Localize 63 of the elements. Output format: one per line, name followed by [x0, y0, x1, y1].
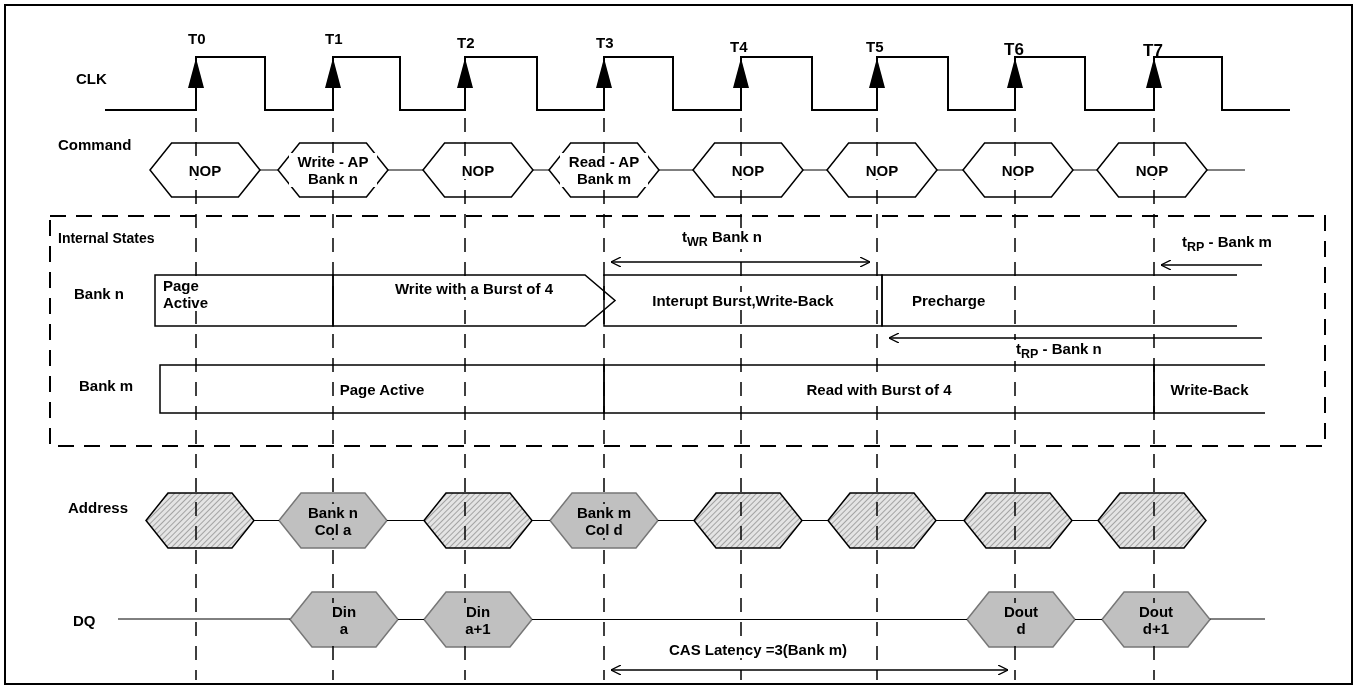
state-arrow-box: Write with a Burst of 4 — [333, 275, 615, 326]
hatched-hexagon — [694, 493, 802, 548]
bus-line — [259, 169, 279, 171]
hatched-hexagon — [828, 493, 936, 548]
signal-name: CLK — [76, 70, 107, 87]
time-marker-label: T6 — [1004, 40, 1024, 60]
time-marker-label: T1 — [325, 30, 343, 47]
command-hexagon: NOP — [1097, 143, 1207, 197]
timing-label: CAS Latency =3(Bank m) — [667, 641, 849, 658]
timing-label: t$_{RP}$ - Bank n — [1014, 340, 1104, 361]
bus-line — [657, 520, 695, 521]
signal-name: Address — [68, 499, 129, 516]
data-hexagon: Dout d+1 — [1102, 592, 1210, 647]
bus-line — [801, 520, 829, 521]
timing-label: t$_{RP}$ - Bank m — [1180, 233, 1274, 254]
state-box: Write-Back — [1154, 365, 1265, 413]
command-hexagon: NOP — [423, 143, 533, 197]
state-box: Page Active — [155, 275, 333, 326]
bus-line — [532, 169, 550, 171]
address-hexagon: Bank m Col d — [550, 493, 658, 548]
command-hexagon: Read - AP Bank m — [549, 143, 659, 197]
state-box: Read with Burst of 4 — [604, 365, 1154, 413]
signal-name: Bank n — [74, 285, 124, 302]
bus-line — [1072, 169, 1098, 171]
bus-line — [1074, 619, 1103, 620]
state-box: Precharge — [882, 275, 1237, 326]
bus-line — [802, 169, 828, 171]
data-hexagon: Dout d — [967, 592, 1075, 647]
bus-line — [936, 169, 964, 171]
address-hexagon: Bank n Col a — [279, 493, 387, 548]
time-marker-label: T7 — [1143, 41, 1163, 61]
command-hexagon: NOP — [693, 143, 803, 197]
signal-name: Bank m — [79, 377, 134, 394]
command-hexagon: NOP — [150, 143, 260, 197]
state-box: Interupt Burst,Write-Back — [604, 275, 882, 326]
data-hexagon: Din a — [290, 592, 398, 647]
command-hexagon: NOP — [827, 143, 937, 197]
bus-line — [531, 619, 968, 620]
hatched-hexagon — [146, 493, 254, 548]
command-hexagon: Write - AP Bank n — [278, 143, 388, 197]
time-marker-label: T0 — [188, 30, 206, 47]
bus-line — [386, 520, 425, 521]
timing-label: t$_{WR}$ Bank n — [680, 228, 764, 249]
bus-line — [1071, 520, 1099, 521]
hatched-hexagon — [424, 493, 532, 548]
signal-name: Command — [58, 136, 132, 153]
time-marker-label: T5 — [866, 38, 884, 55]
bus-line — [531, 520, 551, 521]
bus-line — [253, 520, 280, 521]
time-marker-label: T2 — [457, 34, 475, 51]
time-marker-label: T4 — [730, 38, 748, 55]
bus-line — [658, 169, 694, 171]
bus-line — [397, 619, 425, 620]
data-hexagon: Din a+1 — [424, 592, 532, 647]
hatched-hexagon — [1098, 493, 1206, 548]
group-title: Internal States — [58, 230, 155, 246]
bus-line — [387, 169, 424, 171]
time-marker-label: T3 — [596, 34, 614, 51]
state-box: Page Active — [160, 365, 604, 413]
signal-name: DQ — [73, 612, 96, 629]
bus-line — [935, 520, 965, 521]
command-hexagon: NOP — [963, 143, 1073, 197]
hatched-hexagon — [964, 493, 1072, 548]
